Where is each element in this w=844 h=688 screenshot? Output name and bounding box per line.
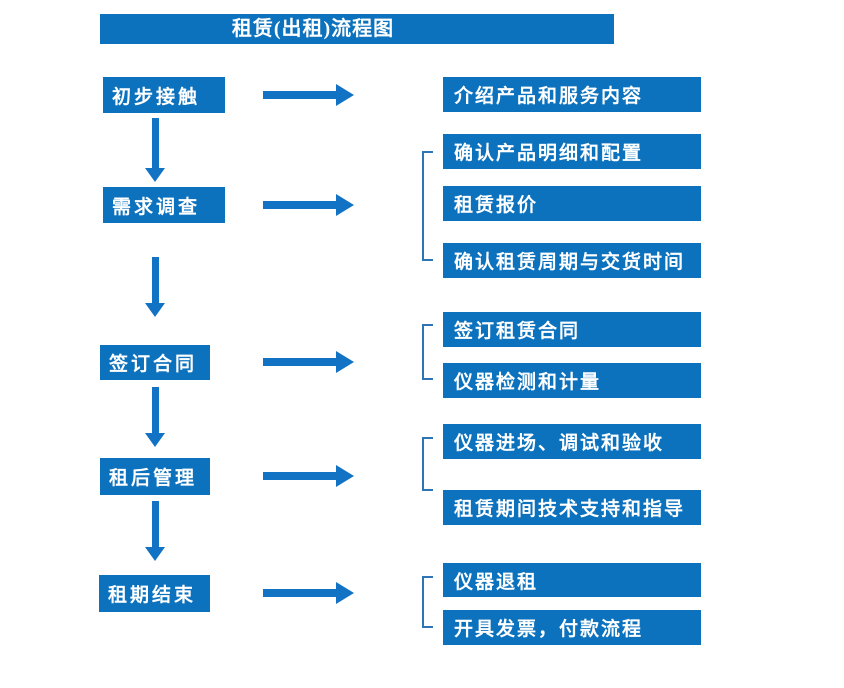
arrow-right-icon	[263, 194, 354, 216]
arrow-right-icon	[263, 465, 354, 487]
detail-box: 确认产品明细和配置	[443, 134, 701, 169]
detail-box: 仪器退租	[443, 563, 701, 597]
step-box-demand-survey: 需求调查	[103, 187, 225, 223]
arrow-down-icon	[145, 257, 166, 317]
group-bracket	[422, 576, 433, 628]
group-bracket	[422, 151, 433, 261]
step-box-initial-contact: 初步接触	[103, 77, 225, 113]
step-box-sign-contract: 签订合同	[100, 345, 210, 380]
step-box-rental-end: 租期结束	[99, 575, 210, 612]
detail-box: 开具发票，付款流程	[443, 610, 701, 645]
detail-box: 仪器进场、调试和验收	[443, 424, 701, 459]
detail-box: 租赁期间技术支持和指导	[443, 490, 701, 525]
step-box-post-rental-management: 租后管理	[100, 458, 210, 495]
arrow-right-icon	[263, 84, 354, 106]
arrow-right-icon	[263, 582, 354, 604]
arrow-down-icon	[145, 387, 166, 447]
group-bracket	[422, 324, 433, 380]
detail-box: 介绍产品和服务内容	[443, 77, 701, 112]
detail-box: 确认租赁周期与交货时间	[443, 243, 701, 278]
detail-box: 仪器检测和计量	[443, 363, 701, 398]
detail-box: 签订租赁合同	[443, 312, 701, 347]
detail-box: 租赁报价	[443, 186, 701, 221]
arrow-down-icon	[145, 501, 166, 561]
arrow-right-icon	[263, 351, 354, 373]
group-bracket	[422, 437, 433, 491]
arrow-down-icon	[145, 118, 166, 182]
page-title: 租赁(出租)流程图	[100, 14, 614, 44]
